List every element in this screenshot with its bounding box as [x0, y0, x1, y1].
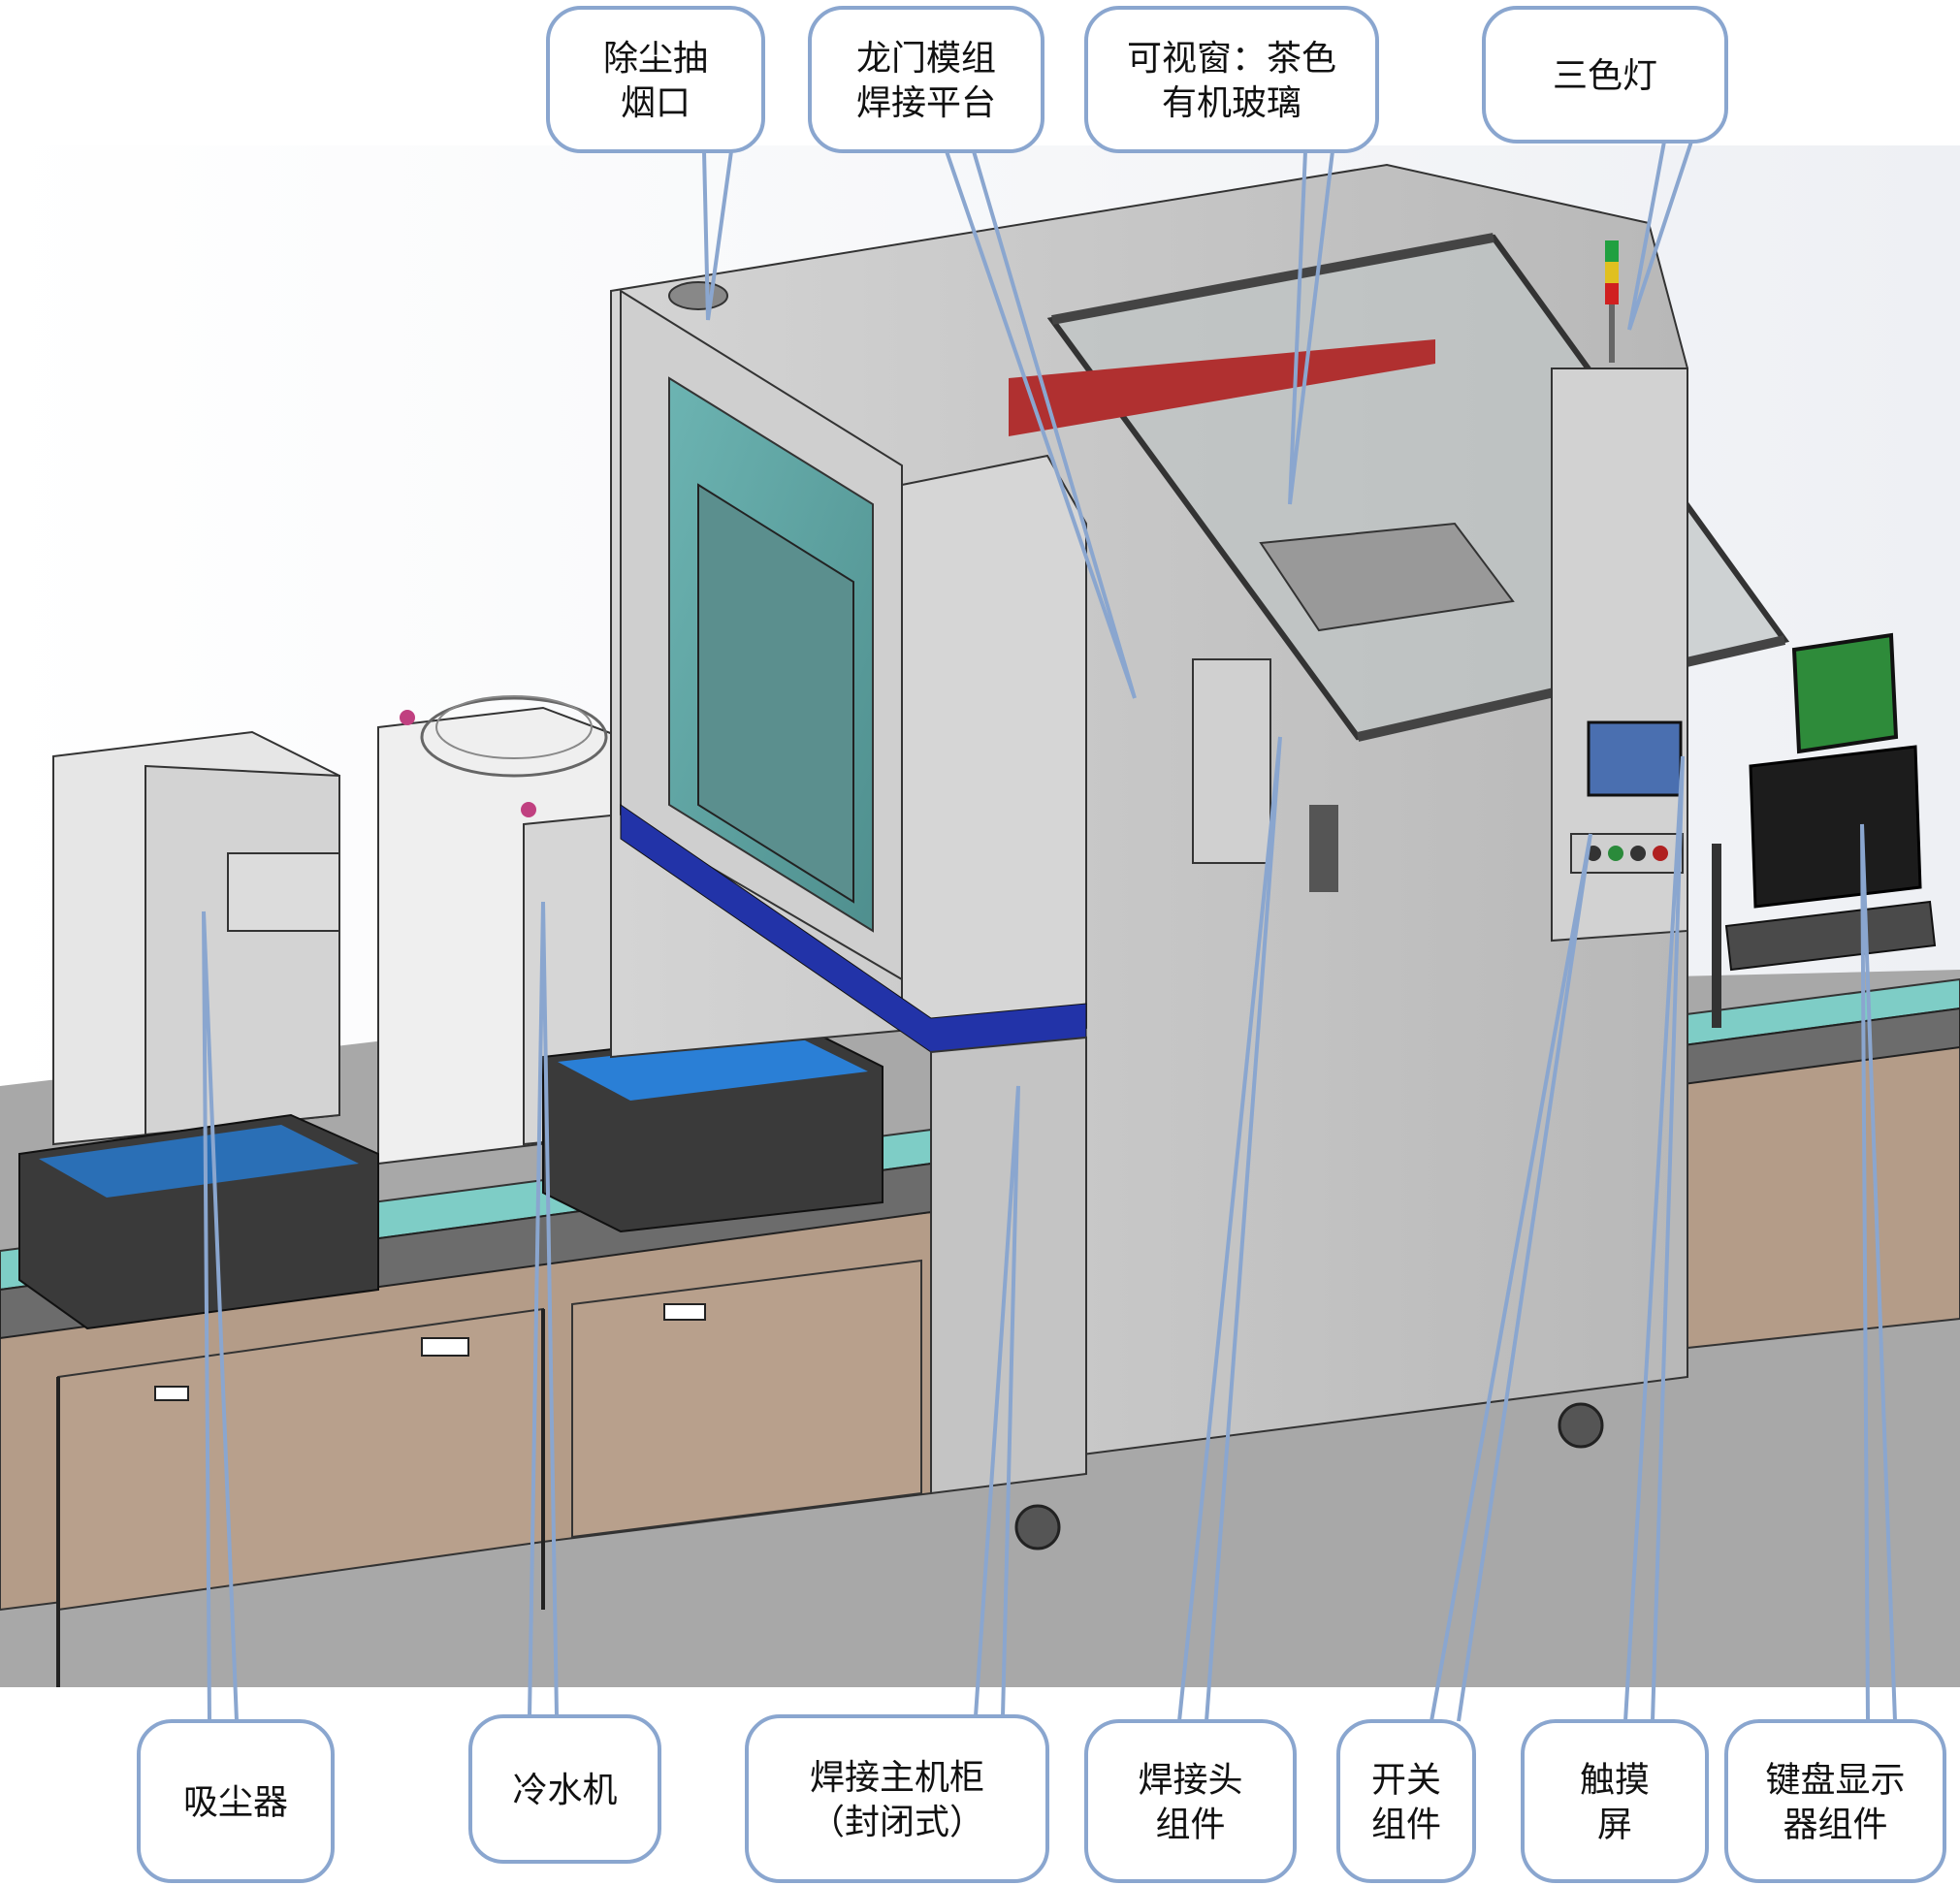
water-chiller-callout-box — [468, 1714, 661, 1864]
welding-cabinet-label-line: 焊接主机柜 — [810, 1758, 984, 1798]
tri-color-light-label-line: 三色灯 — [1553, 56, 1657, 96]
touch-screen-callout-box — [1521, 1719, 1709, 1883]
dust-extraction-port-callout-box — [546, 6, 765, 153]
keyboard-display-label-line: 键盘显示 — [1765, 1761, 1905, 1801]
welding-cabinet-callout-box — [745, 1714, 1049, 1883]
tri-color-light-callout: 三色灯 — [1482, 6, 1728, 144]
dust-collector-callout: 吸尘器 — [137, 1719, 335, 1883]
keyboard-display-unit — [1712, 632, 1937, 1028]
welding-head-label-line: 组件 — [1155, 1806, 1225, 1845]
keyboard-display-leader-line — [1860, 823, 1897, 1722]
switch-assembly-callout-box — [1336, 1719, 1476, 1883]
gantry-platform-leader-line — [945, 150, 1137, 699]
gantry-platform-label-line: 焊接平台 — [856, 83, 996, 123]
water-chiller-leader-line — [528, 901, 559, 1717]
viewing-window-callout-box — [1084, 6, 1379, 153]
welding-head-label-line: 焊接头 — [1138, 1761, 1242, 1801]
tri-color-light-leader-line — [1627, 141, 1693, 331]
tri-color-beacon — [1605, 240, 1619, 363]
touch-screen-label-line: 触摸 — [1580, 1761, 1650, 1801]
switch-assembly-label-line: 组件 — [1371, 1806, 1441, 1845]
callout-leaders — [202, 141, 1897, 1722]
welding-cabinet-label-line: （封闭式） — [810, 1803, 984, 1842]
dust-extraction-port-label-line: 除尘抽 — [603, 39, 708, 79]
touch-screen-panel — [1587, 720, 1683, 797]
dust-extraction-port-label-line: 烟口 — [621, 83, 691, 123]
welding-head-callout-box — [1084, 1719, 1297, 1883]
dust-collector-unit — [52, 730, 340, 1146]
keyboard-display-label-line: 器组件 — [1783, 1806, 1887, 1845]
gantry-platform-label-line: 龙门模组 — [856, 39, 996, 79]
dust-collector-leader-line — [202, 911, 239, 1722]
viewing-window-label-line: 可视窗：茶色 — [1127, 39, 1336, 79]
water-chiller-label-line: 冷水机 — [512, 1771, 617, 1810]
dust-collector-callout-box — [137, 1719, 335, 1883]
switch-assembly-leader-line — [1430, 833, 1592, 1722]
welding-machine-body — [610, 163, 1790, 1550]
welding-cabinet-callout: 焊接主机柜 （封闭式） — [745, 1714, 1049, 1883]
welding-head-leader-line — [1177, 736, 1282, 1722]
welding-cabinet-leader-line — [974, 1085, 1020, 1717]
touch-screen-callout: 触摸屏 — [1521, 1719, 1709, 1883]
keyboard-display-callout-box — [1724, 1719, 1946, 1883]
dust-port — [668, 281, 728, 310]
gantry-platform-callout-box — [808, 6, 1044, 153]
callout-labels: 除尘抽烟口龙门模组焊接平台可视窗：茶色有机玻璃三色灯吸尘器冷水机焊接主机柜（封闭… — [137, 6, 1946, 1883]
viewing-window-label-line: 有机玻璃 — [1162, 83, 1301, 123]
switch-assembly-label-line: 开关 — [1371, 1761, 1441, 1801]
viewing-window-leader-line — [1288, 150, 1334, 505]
touch-screen-leader-line — [1623, 755, 1685, 1722]
dust-collector-label-line: 吸尘器 — [183, 1783, 288, 1823]
touch-screen-label-line: 屏 — [1597, 1806, 1632, 1845]
tri-color-light-callout-box — [1482, 6, 1728, 144]
water-chiller-callout: 冷水机 — [468, 1714, 661, 1864]
dust-extraction-port-leader-line — [702, 150, 733, 321]
